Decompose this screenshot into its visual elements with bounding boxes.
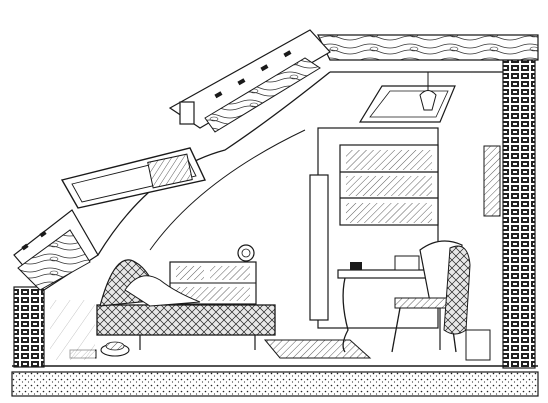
floorboards [50,300,95,360]
sloped-ceiling-inner [149,129,306,251]
wall-bookshelf [339,144,439,226]
wall-picture [483,145,501,217]
floor-slab [11,371,539,397]
desk [337,255,449,353]
upper-roof-insulation [204,57,321,133]
roof-tiles-lower [21,230,47,251]
lower-roof-insulation [17,229,91,291]
sloped-ceiling [97,71,331,256]
ceiling-insulation [317,34,539,61]
open-roof-window [60,101,207,209]
right-brick-wall [502,59,536,369]
roof-tiles-upper [214,50,292,99]
left-brick-wall [13,286,45,368]
floor-telephone [100,341,130,357]
pendant-lamp [419,72,437,111]
bed [96,259,276,350]
floor-bag [465,329,491,361]
doorway [309,174,329,321]
alarm-clock [237,244,255,262]
floor-rug [263,339,372,359]
